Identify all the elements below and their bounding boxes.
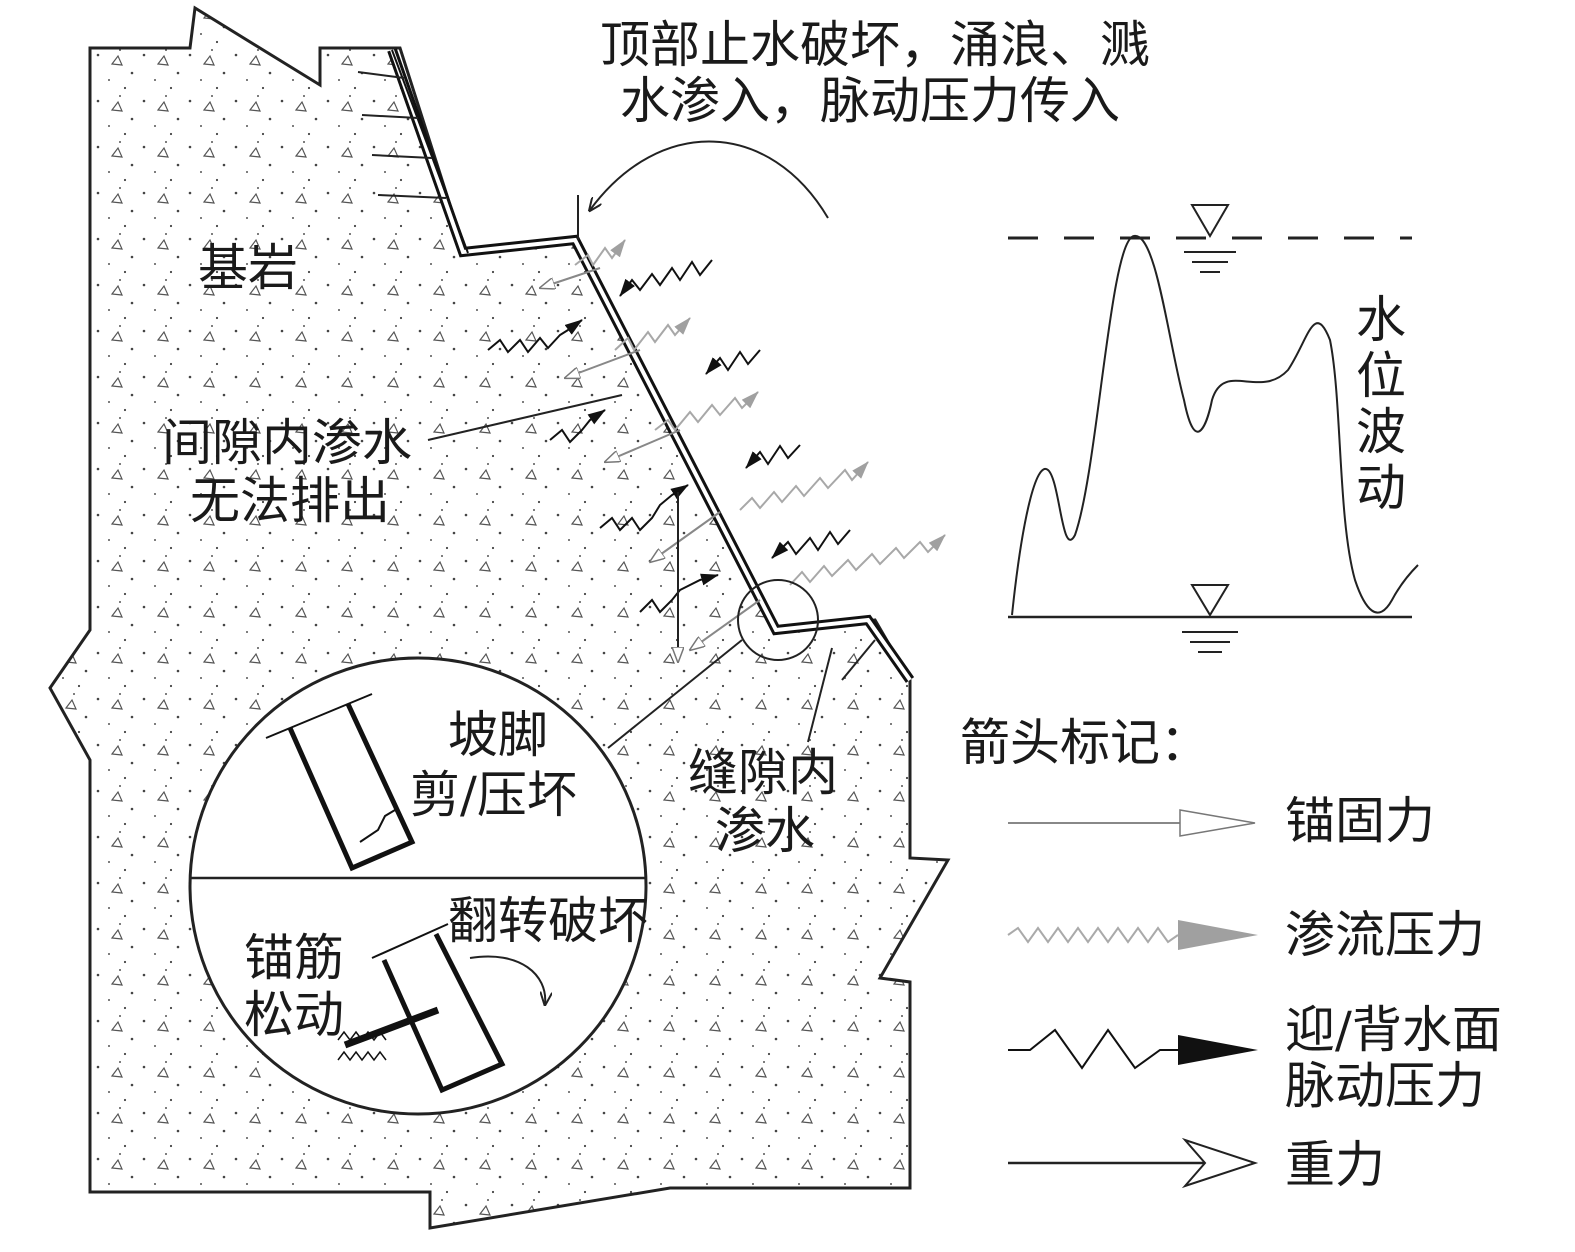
water-level-char: 水 (1356, 291, 1406, 349)
legend-pulse-arrowhead (1178, 1035, 1258, 1065)
gap-seep-label-line1: 间隙内渗水 (162, 414, 412, 472)
legend-label-pulse-line1: 迎/背水面 (1285, 1001, 1502, 1059)
pulse-arrow (549, 409, 606, 444)
legend-label-pulse-line2: 脉动压力 (1285, 1057, 1485, 1115)
water-level-chart (1008, 204, 1419, 653)
water-level-char: 波 (1356, 403, 1406, 461)
legend-item-gravity: 重力 (1008, 1136, 1385, 1194)
anchor-force-arrows (540, 267, 761, 650)
seepage-arrow (789, 534, 946, 586)
infiltration-curve-arrow (577, 140, 829, 240)
pulse-arrow (599, 484, 689, 532)
seepage-arrow (614, 317, 691, 352)
seepage-arrow (654, 391, 759, 432)
high-water-symbol (1184, 204, 1236, 273)
top-seal-label-line1: 顶部止水破坏，涌浪、溅 (600, 16, 1150, 74)
anchor-force-arrow (565, 349, 641, 378)
anchor-loose-label-line1: 锚筋 (244, 929, 344, 987)
legend: 箭头标记： 锚固力 渗流压力 迎/背水面 脉动压力 重力 (960, 714, 1502, 1194)
seepage-arrow (574, 239, 626, 267)
pulse-arrow (619, 259, 713, 297)
toe-failure-label-line2: 剪/压坏 (410, 766, 577, 824)
legend-item-anchor: 锚固力 (1008, 792, 1435, 850)
low-water-symbol (1182, 584, 1238, 653)
anchor-force-arrow (650, 511, 721, 562)
top-anchor-bars (357, 71, 447, 199)
overturn-label: 翻转破坏 (448, 892, 648, 950)
anchor-force-arrow (605, 429, 681, 462)
bedrock-label: 基岩 (198, 239, 298, 297)
legend-item-pulse: 迎/背水面 脉动压力 (1008, 1001, 1502, 1115)
overturn-block (337, 923, 506, 1094)
legend-label-gravity: 重力 (1285, 1136, 1385, 1194)
water-level-curve (1011, 235, 1419, 616)
legend-seepage-arrowhead (1178, 920, 1258, 950)
anchor-loose-label-line2: 松动 (244, 986, 344, 1044)
pulse-arrow (745, 444, 801, 469)
water-level-label: 水 位 波 动 (1356, 291, 1406, 517)
crack-seep-label-line2: 渗水 (715, 802, 815, 860)
legend-title: 箭头标记： (960, 714, 1210, 772)
legend-label-seepage: 渗流压力 (1285, 906, 1485, 964)
anchor-force-arrow (690, 599, 761, 650)
pulse-pressure-arrows (487, 259, 851, 614)
leader-lines (427, 394, 876, 749)
overturn-arrow (469, 955, 545, 1004)
gap-seep-label-line2: 无法排出 (190, 472, 390, 530)
slope-lining (387, 48, 915, 683)
seepage-pressure-arrows (574, 239, 946, 586)
toe-shear-block (265, 693, 416, 872)
water-level-char: 位 (1356, 347, 1406, 405)
water-level-char: 动 (1356, 459, 1406, 517)
pulse-arrow (487, 319, 583, 354)
pulse-arrow (705, 349, 761, 375)
legend-item-seepage: 渗流压力 (1007, 906, 1485, 964)
pulse-arrow (639, 573, 719, 614)
toe-detail-marker (737, 579, 819, 661)
legend-gravity-arrowhead (1181, 1137, 1259, 1189)
pulse-arrow (771, 529, 851, 559)
legend-anchor-arrowhead (1179, 809, 1256, 837)
seepage-arrow (739, 461, 869, 511)
detail-circle (188, 656, 648, 1116)
anchor-force-arrow (540, 267, 601, 288)
crack-seep-label-line1: 缝隙内 (688, 744, 838, 802)
top-seal-label-line2: 水渗入，脉动压力传入 (620, 72, 1120, 130)
legend-label-anchor: 锚固力 (1285, 792, 1435, 850)
toe-failure-label-line1: 坡脚 (448, 706, 548, 764)
